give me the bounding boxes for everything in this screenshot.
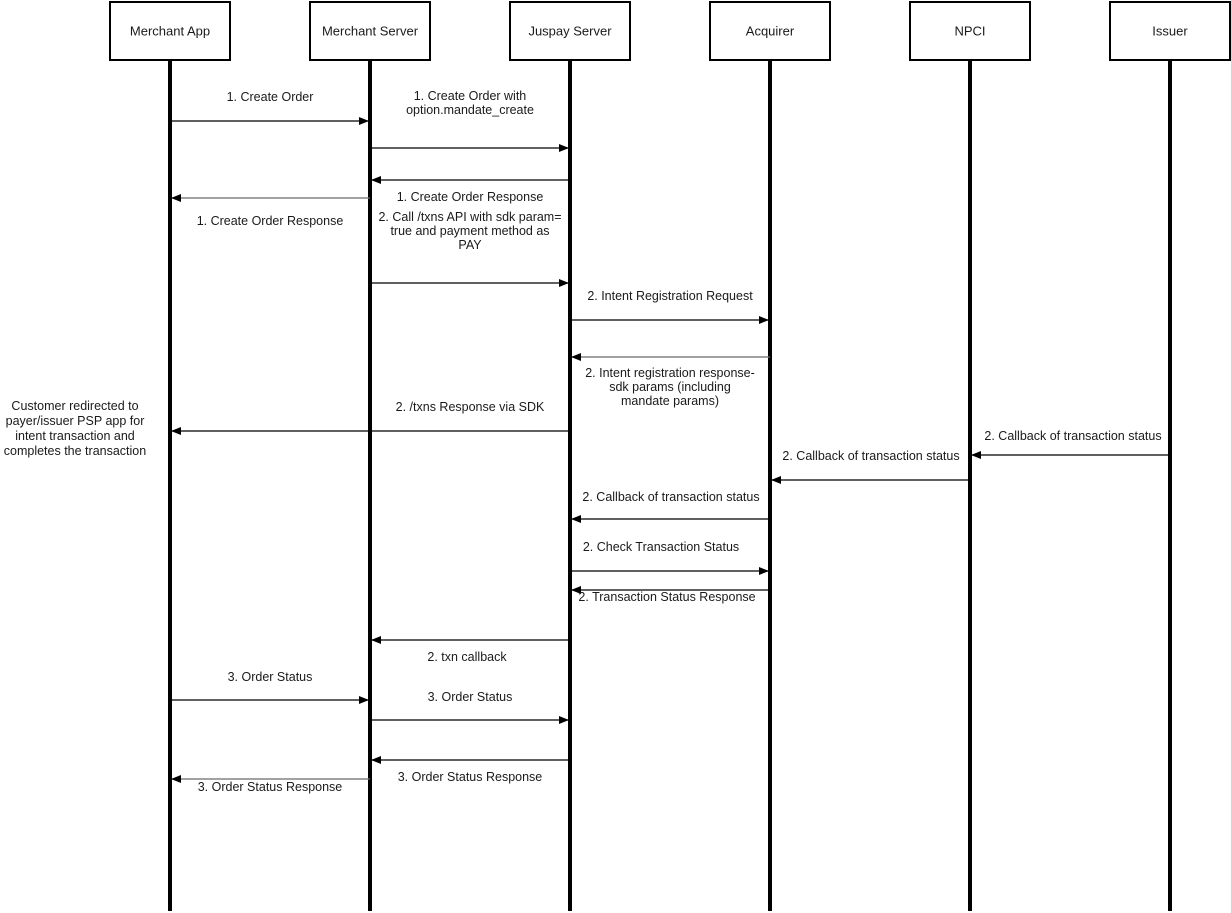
message-m13[interactable]: 2. Transaction Status Response — [571, 586, 770, 604]
lifeline-issuer: Issuer — [1109, 1, 1231, 911]
message-m16[interactable]: 3. Order Status — [370, 690, 569, 724]
message-label-m04: 1. Create Order Response — [197, 214, 344, 228]
message-m04[interactable]: 1. Create Order Response — [171, 194, 370, 228]
message-m06[interactable]: 2. Intent Registration Request — [570, 289, 769, 324]
actor-box-merchant-server[interactable] — [309, 1, 431, 61]
lifeline-npci: NPCI — [909, 1, 1031, 911]
actor-label-acquirer: Acquirer — [746, 23, 795, 38]
message-m11[interactable]: 2. Callback of transaction status — [571, 490, 770, 523]
message-m14[interactable]: 2. txn callback — [371, 636, 570, 664]
actor-label-merchant-server: Merchant Server — [322, 23, 419, 38]
message-label-m10: 2. Callback of transaction status — [782, 449, 959, 463]
message-m18[interactable]: 3. Order Status Response — [171, 775, 370, 794]
message-label-m17: 3. Order Status Response — [398, 770, 543, 784]
message-label-m09: 2. Callback of transaction status — [984, 429, 1161, 443]
lifeline-acquirer: Acquirer — [709, 1, 831, 911]
message-label-m11: 2. Callback of transaction status — [582, 490, 759, 504]
message-m05[interactable]: 2. Call /txns API with sdk param=true an… — [370, 210, 569, 287]
lifeline-merchant-server: Merchant Server — [309, 1, 431, 911]
message-label-m05: 2. Call /txns API with sdk param=true an… — [378, 210, 561, 252]
message-label-m16: 3. Order Status — [428, 690, 513, 704]
message-label-m08: 2. /txns Response via SDK — [396, 400, 545, 414]
actor-label-juspay-server: Juspay Server — [528, 23, 612, 38]
message-m03[interactable]: 1. Create Order Response — [371, 176, 570, 204]
actor-label-npci: NPCI — [954, 23, 985, 38]
message-label-m18: 3. Order Status Response — [198, 780, 343, 794]
message-label-m07: 2. Intent registration response-sdk para… — [585, 366, 755, 408]
actor-box-juspay-server[interactable] — [509, 1, 631, 61]
actor-box-npci[interactable] — [909, 1, 1031, 61]
message-m15[interactable]: 3. Order Status — [170, 670, 369, 704]
message-m01[interactable]: 1. Create Order — [170, 90, 369, 125]
actor-box-acquirer[interactable] — [709, 1, 831, 61]
message-m10[interactable]: 2. Callback of transaction status — [771, 449, 970, 484]
message-label-m13: 2. Transaction Status Response — [578, 590, 755, 604]
actor-box-issuer[interactable] — [1109, 1, 1231, 61]
message-m08[interactable]: 2. /txns Response via SDK — [171, 400, 570, 435]
message-m17[interactable]: 3. Order Status Response — [371, 756, 570, 784]
message-label-m15: 3. Order Status — [228, 670, 313, 684]
lifeline-juspay-server: Juspay Server — [509, 1, 631, 911]
message-label-m06: 2. Intent Registration Request — [587, 289, 753, 303]
actor-label-issuer: Issuer — [1152, 23, 1188, 38]
actor-box-merchant-app[interactable] — [109, 1, 231, 61]
message-label-m01: 1. Create Order — [227, 90, 314, 104]
lifelines-layer: Merchant App Merchant Server Juspay Server… — [109, 1, 1231, 911]
actor-label-merchant-app: Merchant App — [130, 23, 210, 38]
lifeline-merchant-app: Merchant App — [109, 1, 231, 911]
message-m07[interactable]: 2. Intent registration response-sdk para… — [571, 353, 770, 408]
message-label-m12: 2. Check Transaction Status — [583, 540, 739, 554]
message-m09[interactable]: 2. Callback of transaction status — [971, 429, 1170, 459]
message-m12[interactable]: 2. Check Transaction Status — [570, 540, 769, 575]
message-label-m14: 2. txn callback — [427, 650, 507, 664]
message-label-m03: 1. Create Order Response — [397, 190, 544, 204]
